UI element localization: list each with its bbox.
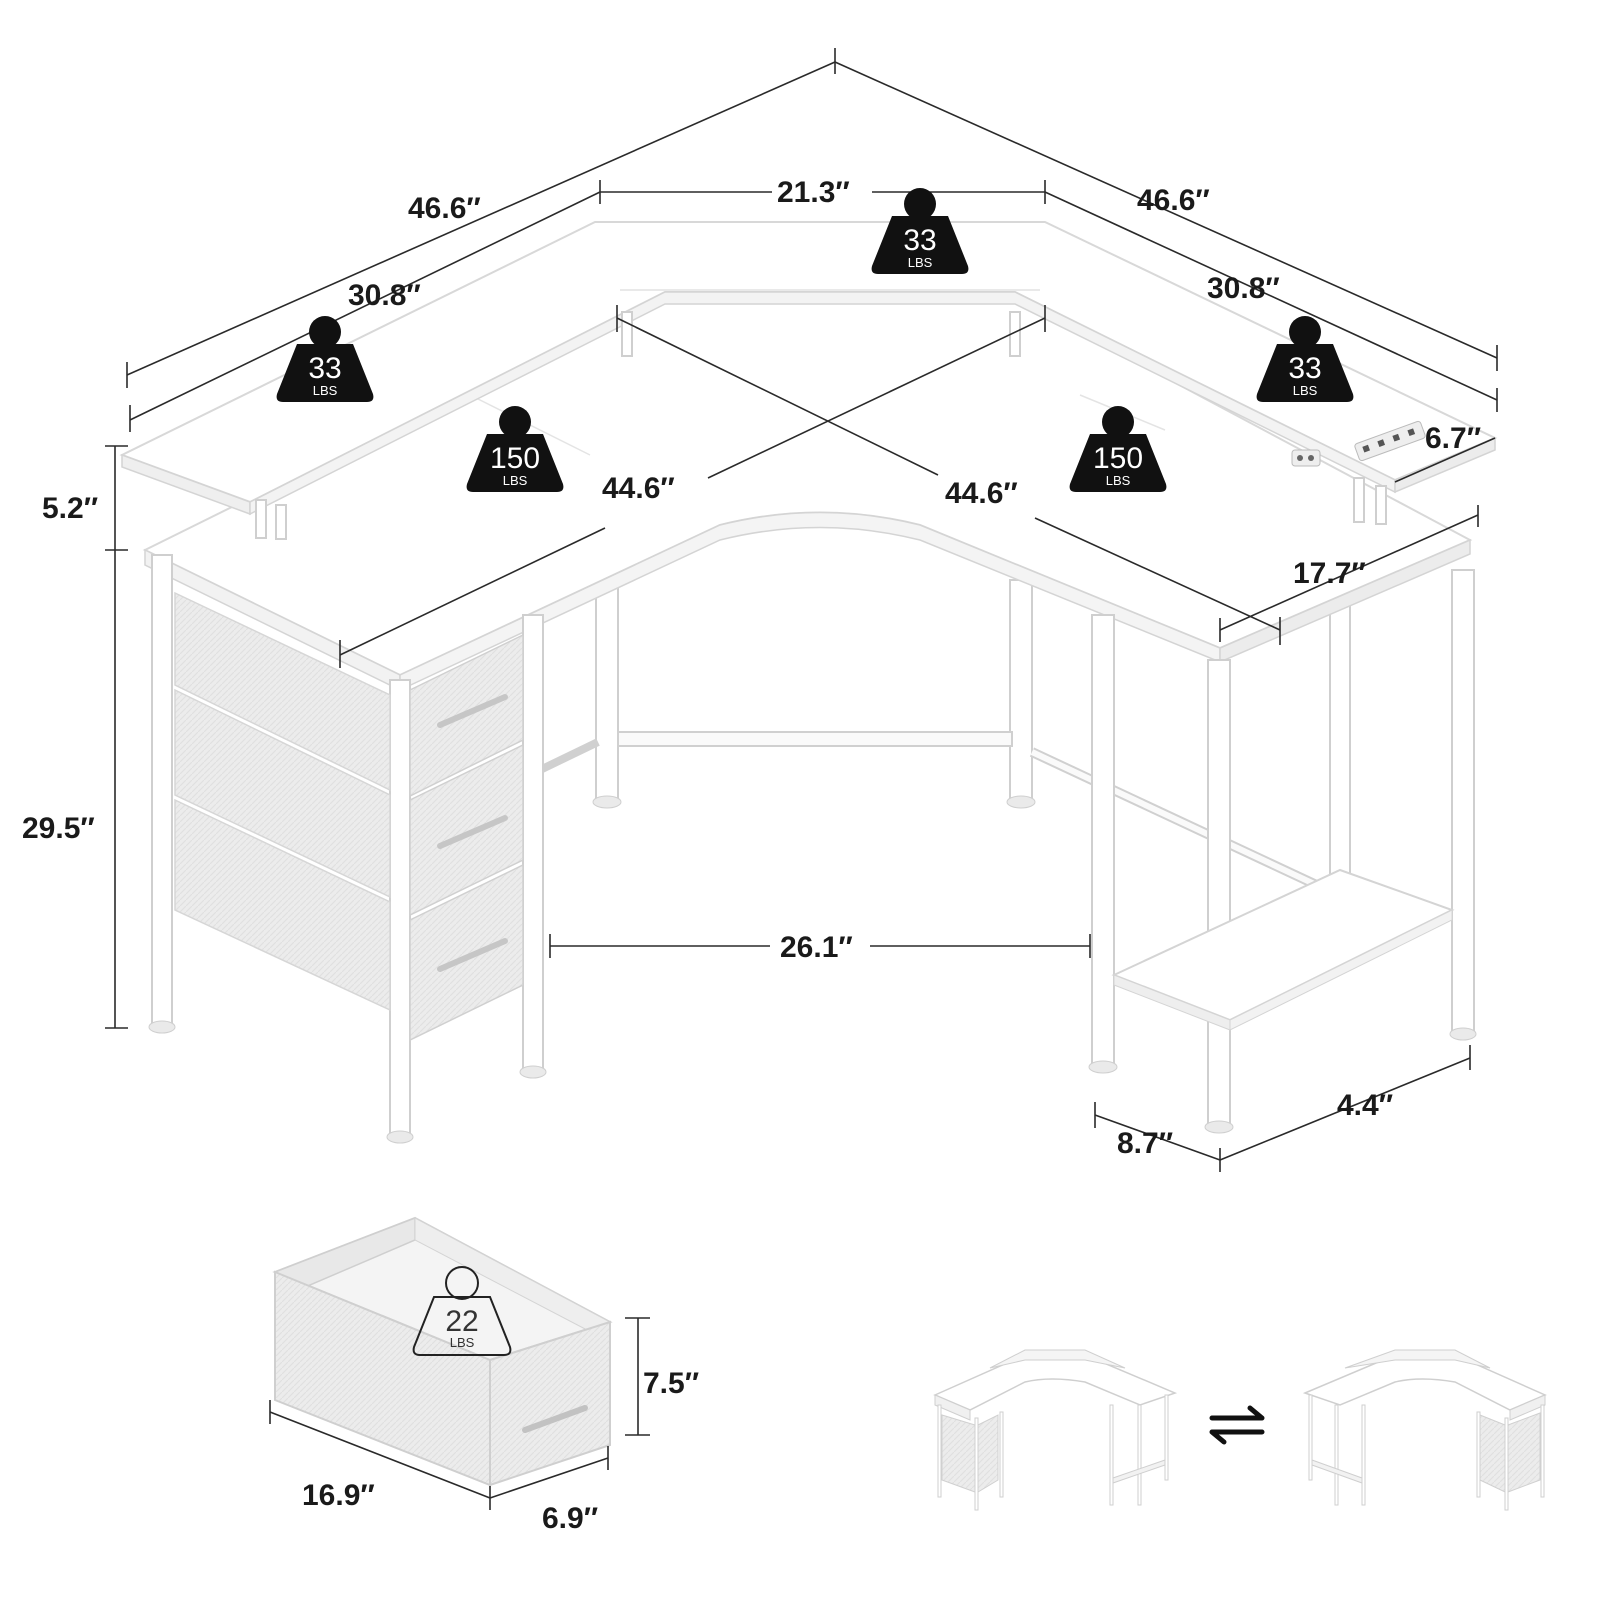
dim-diag-left: 44.6″ <box>602 472 675 505</box>
dim-drawer-width: 6.9″ <box>542 1502 598 1535</box>
weight-badge-shelf-right-value: 33 <box>1288 352 1321 385</box>
weight-badge-shelf-left: 33 LBS <box>276 316 374 402</box>
dim-side-shelf: 4.4″ <box>1337 1089 1393 1122</box>
weight-badge-shelf-right-unit: LBS <box>1293 383 1318 398</box>
dim-shelf-depth: 6.7″ <box>1425 422 1481 455</box>
dim-overall-right: 46.6″ <box>1137 184 1210 217</box>
weight-badge-desk-right: 150 LBS <box>1069 406 1167 492</box>
swap-arrows-icon <box>1209 1405 1265 1445</box>
dim-leg-depth: 8.7″ <box>1117 1127 1173 1160</box>
weight-badge-shelf-left-value: 33 <box>308 352 341 385</box>
weight-badge-drawer: 22 LBS <box>412 1266 512 1356</box>
weight-badge-drawer-value: 22 <box>445 1305 478 1338</box>
power-outlet <box>1291 420 1426 467</box>
dim-diag-right: 44.6″ <box>945 477 1018 510</box>
weight-badge-desk-left: 150 LBS <box>466 406 564 492</box>
dimension-lines <box>105 48 1498 1172</box>
weight-badge-desk-left-value: 150 <box>490 442 540 475</box>
weight-badge-desk-left-unit: LBS <box>503 473 528 488</box>
desk-illustration <box>119 221 1498 1144</box>
dim-shelf-right: 30.8″ <box>1207 272 1280 305</box>
dim-desk-height: 29.5″ <box>22 812 95 845</box>
drawer-detail: 22 LBS <box>269 1216 650 1510</box>
dim-drawer-length: 16.9″ <box>302 1479 375 1512</box>
weight-badge-shelf-center-value: 33 <box>903 224 936 257</box>
weight-badge-desk-right-value: 150 <box>1093 442 1143 475</box>
dim-desk-depth: 17.7″ <box>1293 557 1366 590</box>
dimension-labels: 46.6″ 46.6″ 21.3″ 30.8″ 30.8″ 6.7″ 5.2″ … <box>22 176 1481 1535</box>
dim-shelf-center: 21.3″ <box>777 176 850 209</box>
weight-badge-shelf-right: 33 LBS <box>1256 316 1354 402</box>
weight-badge-drawer-unit: LBS <box>450 1335 475 1350</box>
dim-overall-left: 46.6″ <box>408 192 481 225</box>
weight-badge-shelf-center-unit: LBS <box>908 255 933 270</box>
dim-shelf-left: 30.8″ <box>348 279 421 312</box>
weight-badge-shelf-left-unit: LBS <box>313 383 338 398</box>
config-thumbnail-right <box>1302 1349 1547 1511</box>
dim-drawer-height: 7.5″ <box>643 1367 699 1400</box>
config-thumbnail-left <box>933 1349 1178 1511</box>
drawer-fronts <box>409 633 524 1042</box>
weight-badge-shelf-center: 33 LBS <box>871 188 969 274</box>
dim-shelf-height: 5.2″ <box>42 492 98 525</box>
weight-badge-desk-right-unit: LBS <box>1106 473 1131 488</box>
dim-knee-space: 26.1″ <box>780 931 853 964</box>
